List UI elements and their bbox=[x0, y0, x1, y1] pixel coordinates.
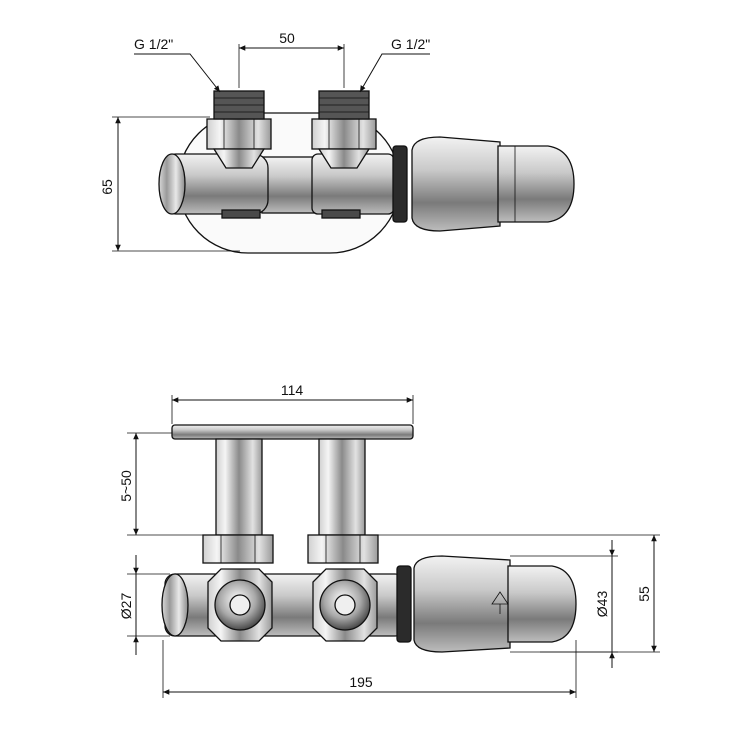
dim-total-length-text: 195 bbox=[349, 674, 373, 690]
front-left-tube bbox=[215, 438, 263, 536]
top-right-nut-cone bbox=[317, 148, 371, 169]
dim-body-diameter-text: Ø27 bbox=[118, 593, 134, 620]
front-right-hex-nut bbox=[307, 534, 379, 564]
top-left-foot bbox=[221, 209, 261, 219]
front-head-cap bbox=[507, 565, 577, 643]
top-left-nut-cone bbox=[212, 148, 266, 169]
dim-head-diameter-text: Ø43 bbox=[594, 591, 610, 618]
dim-plate-width-text: 114 bbox=[281, 382, 304, 398]
dim-height-text: 65 bbox=[99, 179, 115, 195]
thread-left-label: G 1/2" bbox=[134, 36, 173, 52]
thread-right-label: G 1/2" bbox=[391, 36, 430, 52]
top-rubber-ring bbox=[392, 145, 408, 223]
front-left-hex-nut bbox=[202, 534, 274, 564]
top-head-cap bbox=[497, 145, 575, 223]
top-connecting-pipe bbox=[261, 156, 319, 214]
front-view: 114 5~50 Ø27 Ø43 55 195 bbox=[118, 382, 660, 698]
dim-wall-distance-text: 5~50 bbox=[118, 470, 134, 502]
top-view: 50 G 1/2" G 1/2" 65 bbox=[99, 30, 575, 254]
dim-spacing-text: 50 bbox=[279, 30, 295, 46]
front-thermostatic-head bbox=[413, 555, 511, 653]
front-wall-plate bbox=[171, 424, 414, 440]
top-left-hex-nut bbox=[206, 118, 272, 150]
top-left-end-cap bbox=[158, 153, 186, 215]
front-left-end-cap bbox=[161, 573, 189, 637]
front-rubber-ring bbox=[396, 565, 412, 643]
top-thermostatic-head bbox=[411, 136, 501, 232]
dim-total-height-text: 55 bbox=[636, 586, 652, 602]
front-right-tube bbox=[318, 438, 366, 536]
top-right-hex-nut bbox=[311, 118, 377, 150]
top-right-foot bbox=[321, 209, 361, 219]
